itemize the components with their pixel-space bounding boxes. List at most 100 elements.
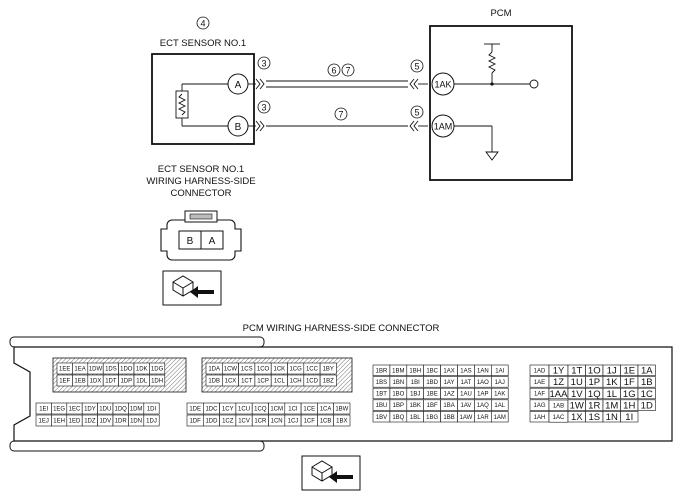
pin-label: 1BT [376,392,387,398]
conn-pin-b: B [187,236,194,247]
pin-label: 1DI [147,407,157,413]
pin-label: 1CF [304,419,316,425]
pin-label: 1BE [426,392,437,398]
pin-label: 1DW [89,367,103,373]
callout-b-mid: 7 [338,110,343,120]
pin-label: 1AK [494,392,505,398]
pin-label: 1EG [53,407,65,413]
pin-label: 1BM [392,368,404,374]
pin-label: 1DZ [84,419,96,425]
pcm-title: PCM [490,8,511,19]
sensor-pin-b-label: B [235,122,242,133]
pin-label: 1AA [550,389,569,400]
pin-label: 1CS [241,367,253,373]
pin-label: 1CD [306,379,319,385]
pin-label: 1AL [494,403,505,409]
wire-b [248,120,428,132]
pin-label: 1CZ [222,419,234,425]
pin-label: 1DK [136,367,148,373]
pin-label: 1G [623,389,636,400]
pin-label: 1EE [59,367,70,373]
pin-label: 1I [625,412,633,423]
pin-label: 1BZ [323,379,334,385]
pin-label: 1AS [460,368,471,374]
pin-label: 1EA [74,367,85,373]
harness-label-line2: WIRING HARNESS-SIDE [146,176,255,187]
pin-label: 1CO [257,367,270,373]
pin-label: 1CU [238,407,250,413]
pin-label: 1U [571,377,583,388]
pin-label: 1AJ [495,380,505,386]
pin-label: 1AI [495,368,504,374]
pin-label: 1DX [90,379,102,385]
pin-label: 1BN [393,380,405,386]
pcm-pin-1ak-label: 1AK [434,80,451,90]
pin-label: 1L [606,389,617,400]
pin-label: 1DT [105,379,117,385]
callout-a-mid: 6 [331,66,336,76]
pin-label: 1DB [208,379,220,385]
pin-label: 1DR [115,419,128,425]
pin-label: 1CB [320,419,332,425]
sensor-pin-a-label: A [235,80,242,91]
pin-label: 1BQ [392,415,404,421]
harness-label-line1: ECT SENSOR NO.1 [158,164,244,175]
pin-label: 1AP [477,392,488,398]
pin-label: 1F [624,377,635,388]
pin-label: 1AH [534,415,546,421]
pin-label: 1BI [411,380,420,386]
harness-label-line3: CONNECTOR [170,188,231,199]
connector-view-icon [162,270,222,306]
pin-label: 1CW [224,367,238,373]
pin-label: 1CK [274,367,286,373]
pcm-connector-title: PCM WIRING HARNESS-SIDE CONNECTOR [243,323,440,334]
pin-label: 1AV [460,403,471,409]
pin-label: 1CP [257,379,269,385]
pin-label: 1DJ [146,419,157,425]
pin-label: 1BJ [410,392,420,398]
pin-label: 1CL [274,379,286,385]
pin-label: 1BL [410,415,421,421]
callout-b-pcm: 5 [414,108,419,118]
pin-label: 1BF [427,403,438,409]
pin-label: 1CC [306,367,319,373]
pin-label: 1BH [409,368,421,374]
pin-label: 1CV [238,419,250,425]
pin-label: 1DG [151,367,164,373]
ground-symbol [454,125,499,161]
pin-label: 1J [607,366,617,377]
pin-label: 1H [623,400,635,411]
pin-label: 1CY [222,407,234,413]
pin-cell [490,364,509,376]
pin-label: 1AQ [477,403,489,409]
pin-cell [637,376,656,388]
pin-label: 1AG [533,403,545,409]
pin-label: 1DE [189,407,201,413]
pin-label: 1W [570,400,584,411]
pin-label: 1AU [460,392,472,398]
pin-label: 1AO [477,380,489,386]
pin-label: 1E [623,366,635,377]
pin-label: 1CE [303,407,315,413]
wire-a [248,78,428,90]
pin-label: 1BB [443,415,454,421]
pin-label: 1BR [376,368,388,374]
pin-cell [333,414,351,427]
pin-cell [490,376,509,388]
pin-label: 1BW [335,407,348,413]
pin-label: 1AX [443,368,454,374]
pin-cell [143,414,160,427]
pin-label: 1Q [588,389,601,400]
pin-cell [143,402,160,415]
callout-sensor: 4 [200,19,205,29]
pin-label: 1CH [290,379,302,385]
pin-label: 1BD [426,380,438,386]
pin-label: 1K [606,377,618,388]
pin-label: 1DD [205,419,218,425]
pin-label: 1O [588,366,601,377]
pin-label: 1BS [376,380,387,386]
pin-label: 1CT [241,379,253,385]
pin-label: 1BC [426,368,438,374]
